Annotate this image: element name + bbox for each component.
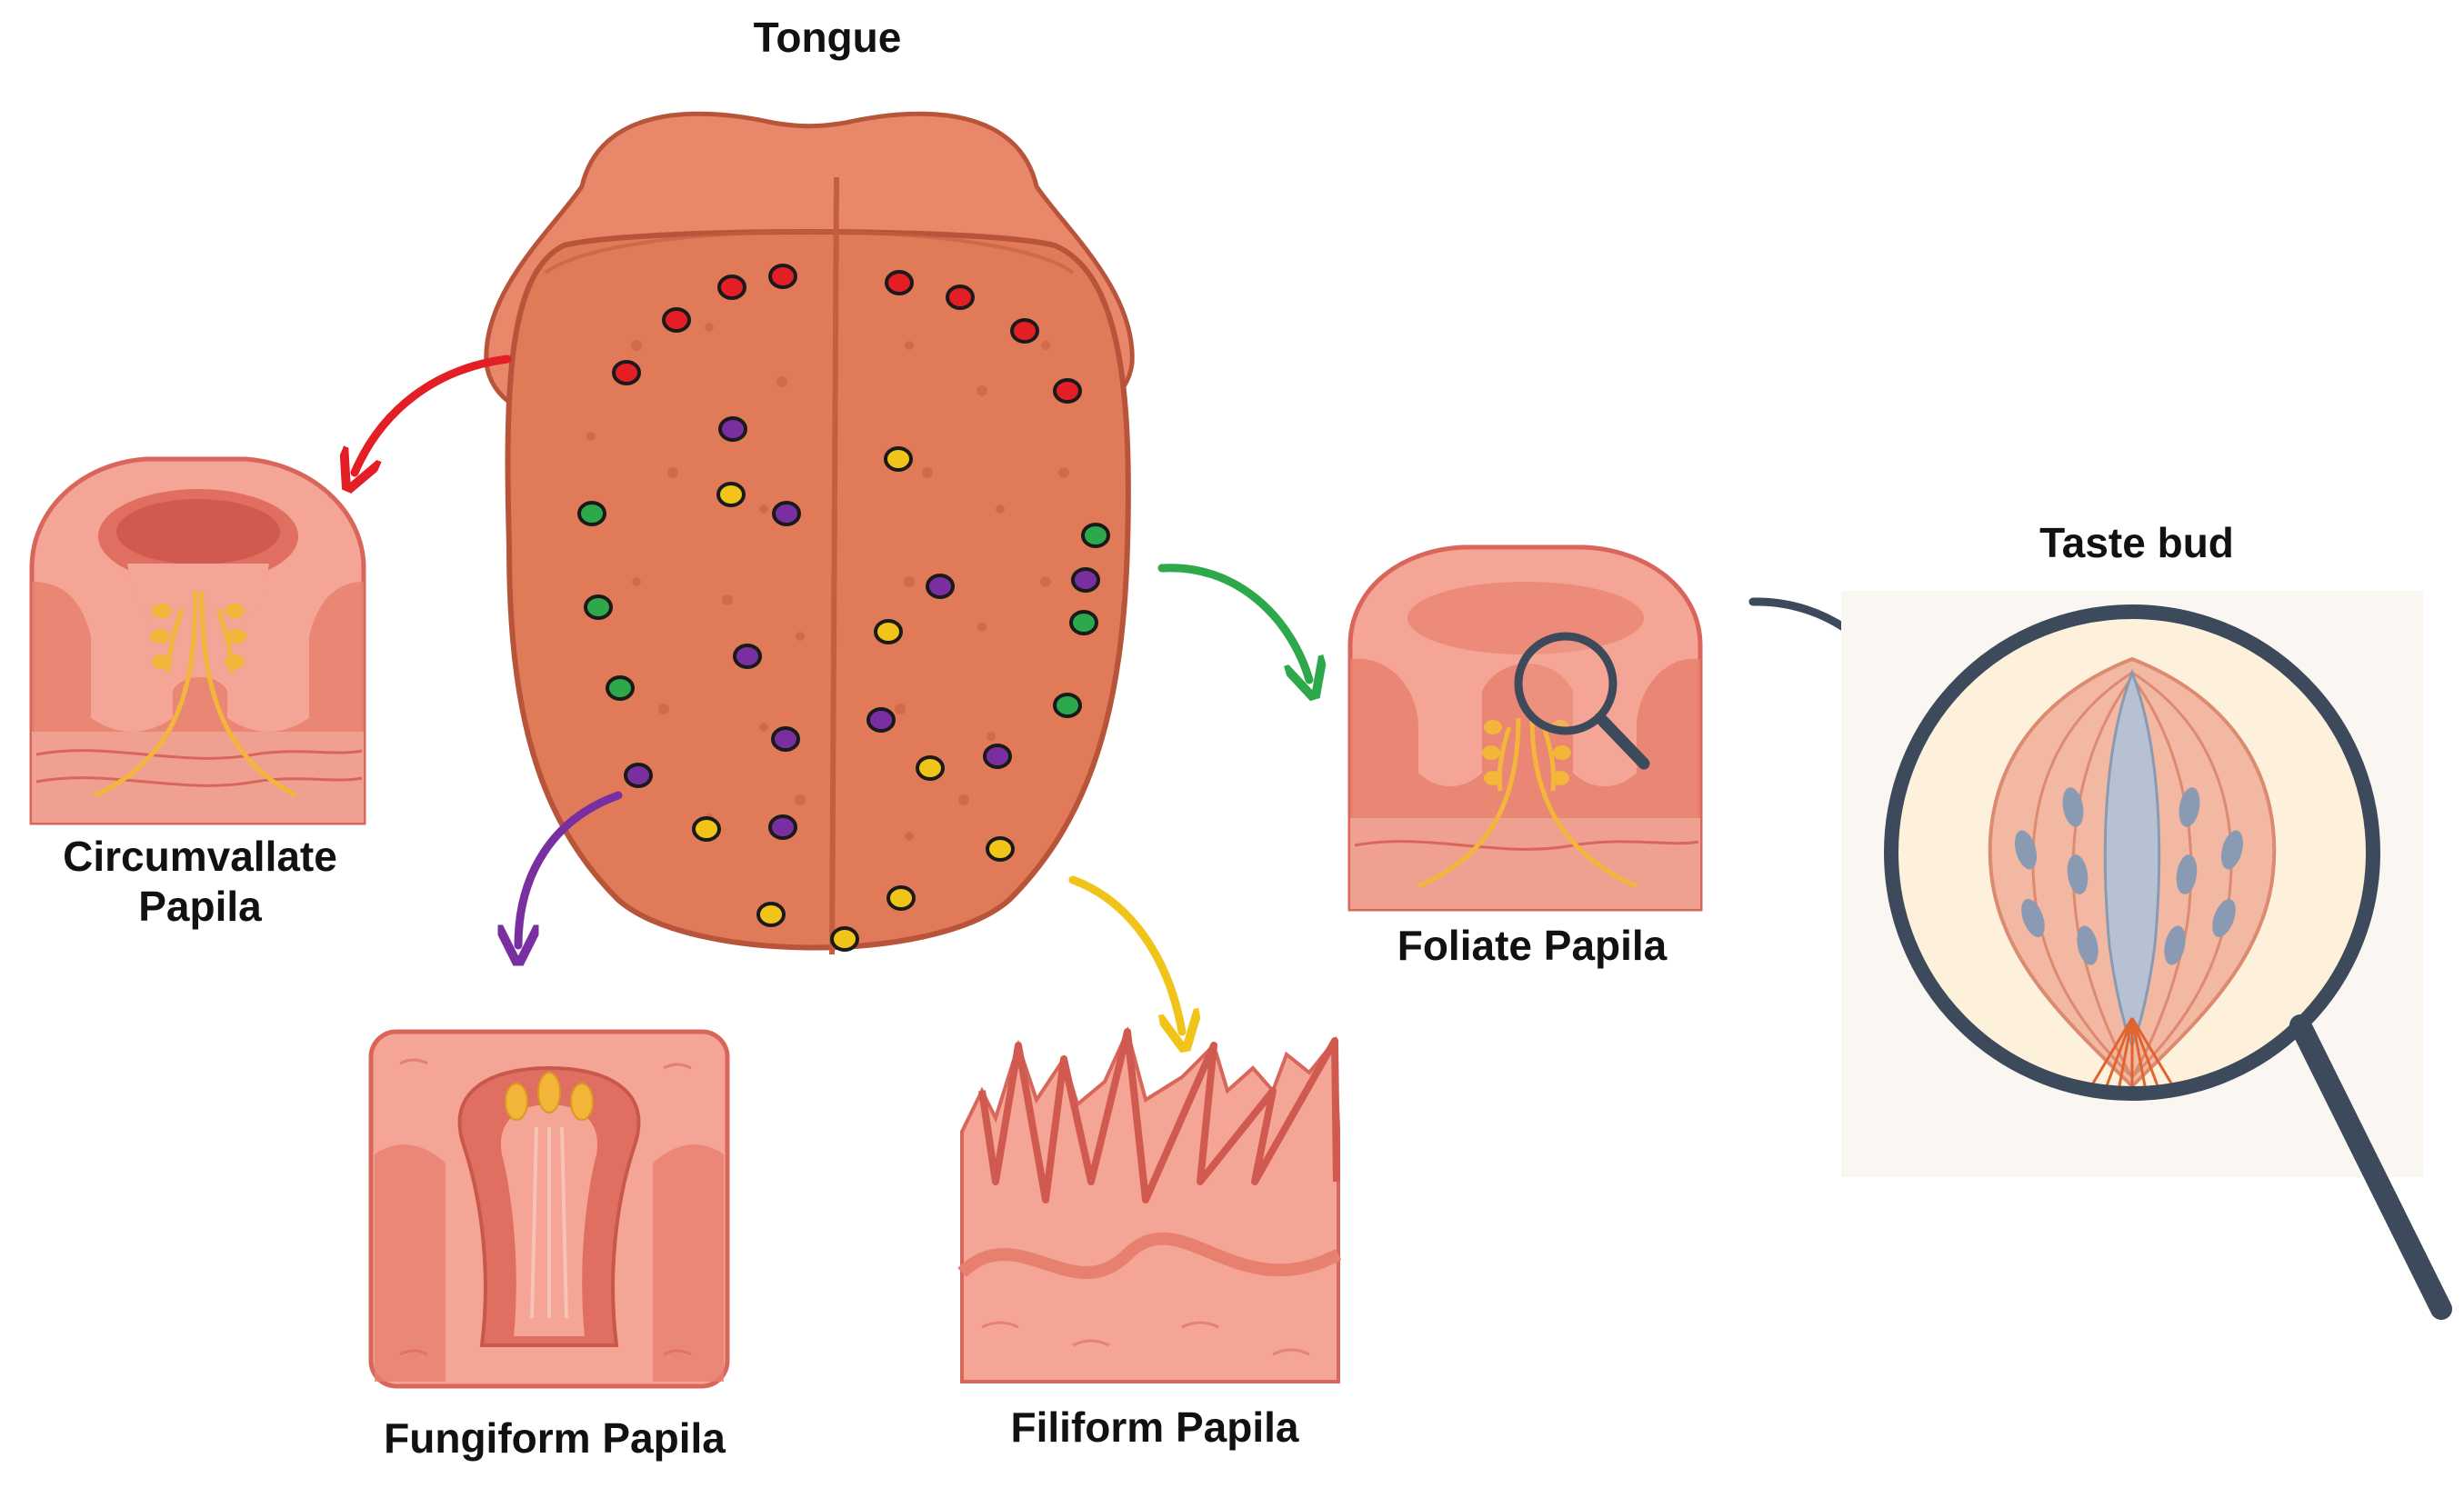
fungiform-papilla-illustration [368,1029,730,1389]
foliate-label: Foliate Papila [1397,922,1668,969]
magnifier-icon [1514,632,1650,770]
magnifier-icon [1884,604,2452,1320]
fungiform-dots [624,416,1100,840]
foliate-papilla-illustration [1347,544,1703,912]
circumvallate-papilla-illustration [29,456,366,825]
taste-bud-magnifier [1841,591,2452,1320]
arrow-icon [1157,564,1309,680]
tongue-illustration [484,111,1135,955]
taste-bud-label: Taste bud [2039,519,2234,566]
filiform-label: Filiform Papila [1010,1403,1299,1451]
tongue-label: Tongue [753,14,902,61]
taste-bud-illustration [1988,656,2277,1094]
circumvallate-label: Circumvallate Papila [63,833,337,931]
circumvallate-dots [612,264,1082,404]
arrow-icon [1068,875,1182,1032]
fungiform-label: Fungiform Papila [384,1414,726,1462]
filiform-dots [692,446,1015,952]
arrow-icon [355,355,512,473]
filiform-papilla-illustration [957,1026,1342,1383]
foliate-dots [577,501,1110,718]
arrow-icon [518,791,623,945]
